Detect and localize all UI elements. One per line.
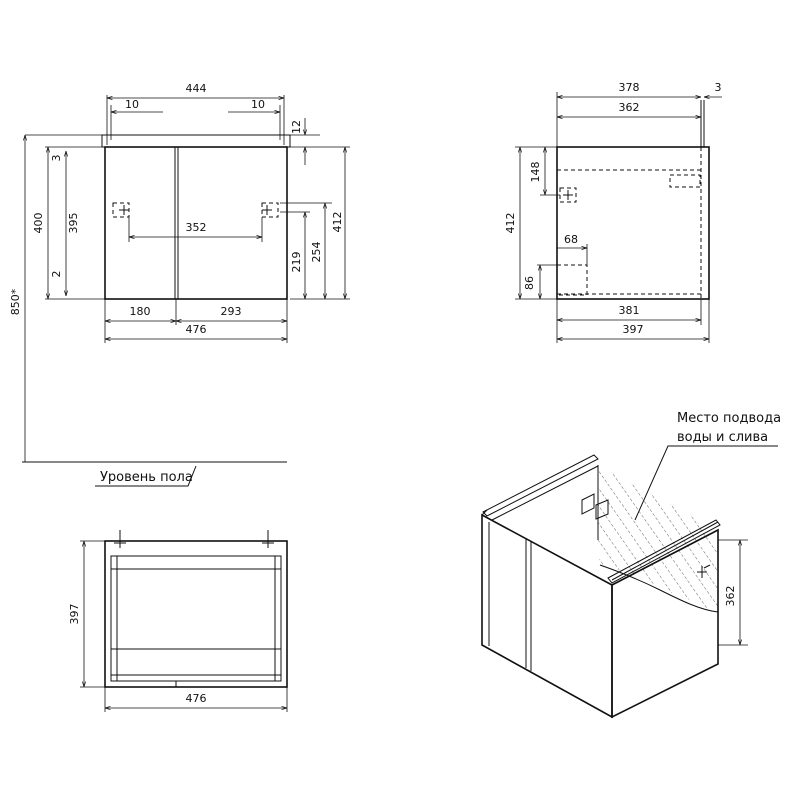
dim-293: 293 <box>221 305 242 318</box>
iso-back-top <box>482 454 599 517</box>
side-cabinet-body <box>556 146 710 300</box>
iso-note-line1: Место подвода <box>677 411 781 426</box>
iso-side-face <box>611 528 719 719</box>
iso-side-mount <box>697 564 711 578</box>
dim-254: 254 <box>310 242 323 263</box>
iso-top-side-rail <box>607 519 721 584</box>
dim-381: 381 <box>619 304 640 317</box>
dim-362-side: 362 <box>619 101 640 114</box>
top-mount-marks <box>114 530 274 548</box>
front-mount-cross-right <box>262 205 272 215</box>
iso-note-leader <box>634 445 778 521</box>
dim-362-iso: 362 <box>724 586 737 607</box>
dim-2-front: 2 <box>50 271 63 278</box>
iso-bracket <box>581 493 595 515</box>
supply-zone-hatch <box>598 465 718 612</box>
dim-397-top: 397 <box>68 604 81 625</box>
dim-476-top: 476 <box>186 692 207 705</box>
dim-395: 395 <box>67 213 80 234</box>
top-view: 397 476 <box>68 530 288 712</box>
top-inner-box <box>110 555 282 682</box>
dim-10-left: 10 <box>125 98 139 111</box>
dim-12: 12 <box>290 120 303 134</box>
front-countertop <box>101 134 291 148</box>
dim-850: 850* <box>9 288 22 315</box>
side-drain-zone <box>556 264 588 296</box>
iso-front-face <box>481 513 613 719</box>
top-cabinet-outline <box>104 540 288 688</box>
dim-400: 400 <box>32 213 45 234</box>
front-mount-cross-left <box>119 205 129 215</box>
dim-3-side: 3 <box>715 81 722 94</box>
dim-352: 352 <box>186 221 207 234</box>
dim-476-front: 476 <box>186 323 207 336</box>
iso-note-line2: воды и слива <box>677 430 768 445</box>
floor-label: Уровень пола <box>100 470 193 485</box>
front-view: 444 10 10 12 219 254 412 352 400 <box>9 82 350 487</box>
dim-412-side: 412 <box>504 213 517 234</box>
floor-label-leader <box>95 465 197 487</box>
dim-397-side: 397 <box>623 323 644 336</box>
dim-378: 378 <box>619 81 640 94</box>
front-cabinet-body <box>104 146 288 300</box>
side-mount-cross <box>563 190 573 200</box>
dim-3-front: 3 <box>50 155 63 162</box>
dim-219: 219 <box>290 252 303 273</box>
dim-444: 444 <box>186 82 207 95</box>
dim-68: 68 <box>564 233 578 246</box>
side-view: 378 3 362 412 148 86 68 381 397 <box>504 81 722 343</box>
dim-148: 148 <box>529 162 542 183</box>
dim-180: 180 <box>130 305 151 318</box>
dim-412-front: 412 <box>331 212 344 233</box>
dim-10-right: 10 <box>251 98 265 111</box>
isometric-view: Место подвода воды и слива 362 <box>481 411 781 719</box>
dim-86: 86 <box>523 276 536 290</box>
